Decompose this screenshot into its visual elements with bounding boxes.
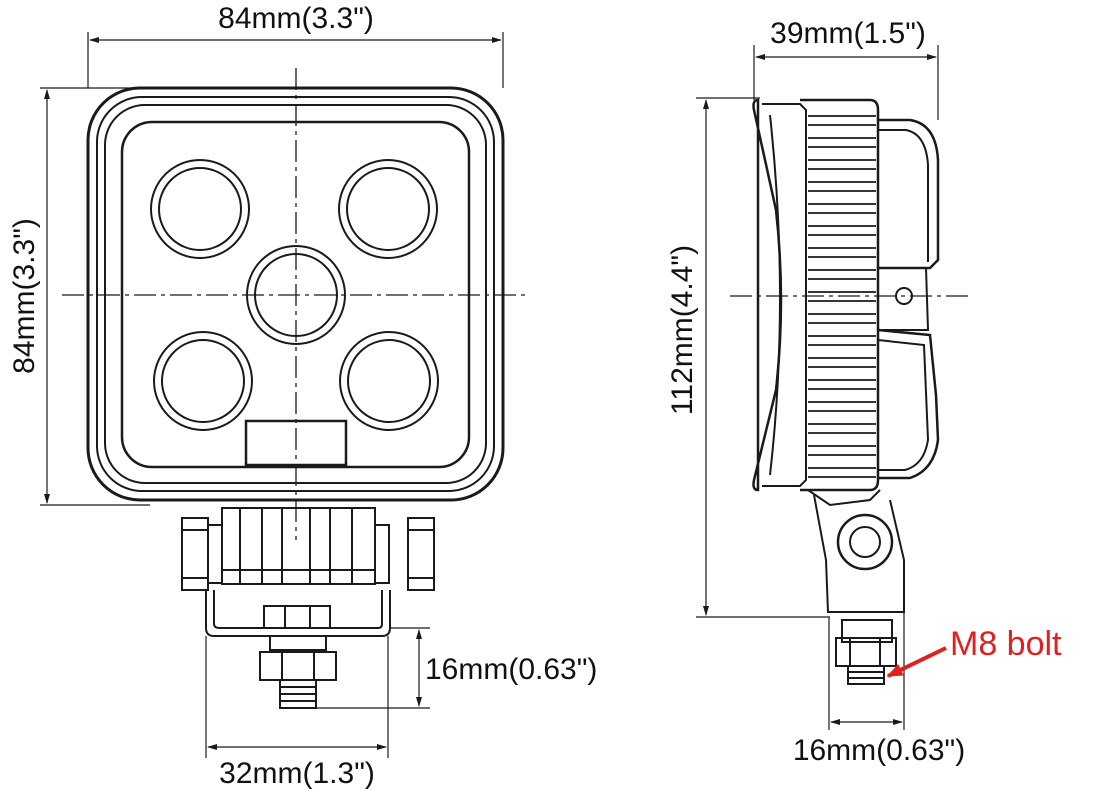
side-bolt xyxy=(835,619,897,685)
side-depth-label: 39mm(1.5") xyxy=(770,17,926,50)
front-view xyxy=(40,32,530,758)
led-lens-top-left xyxy=(150,159,250,259)
side-bracket xyxy=(807,489,881,507)
side-housing xyxy=(800,98,880,492)
front-height-label: 84mm(3.3") xyxy=(8,218,41,374)
swivel-pivot xyxy=(836,513,894,571)
led-lens-top-right xyxy=(338,159,438,259)
front-bolt-length-label: 16mm(0.63") xyxy=(425,653,597,686)
m8-bolt-callout-label: M8 bolt xyxy=(950,625,1062,663)
front-bracket-width-label: 32mm(1.3") xyxy=(219,757,375,790)
front-bolt xyxy=(259,605,337,709)
callout-arrow xyxy=(886,646,947,678)
side-rear-cap xyxy=(878,118,940,270)
front-width-label: 84mm(3.3") xyxy=(218,2,374,35)
side-bolt-length-label: 16mm(0.63") xyxy=(793,734,965,767)
mounting-bracket xyxy=(181,507,435,637)
side-view xyxy=(696,45,968,730)
side-total-height-label: 112mm(4.4") xyxy=(666,245,699,415)
side-lens-face xyxy=(752,98,783,492)
led-lens-bottom-right xyxy=(339,331,439,431)
heatsink-fins xyxy=(808,115,876,478)
led-lens-bottom-left xyxy=(153,331,253,431)
